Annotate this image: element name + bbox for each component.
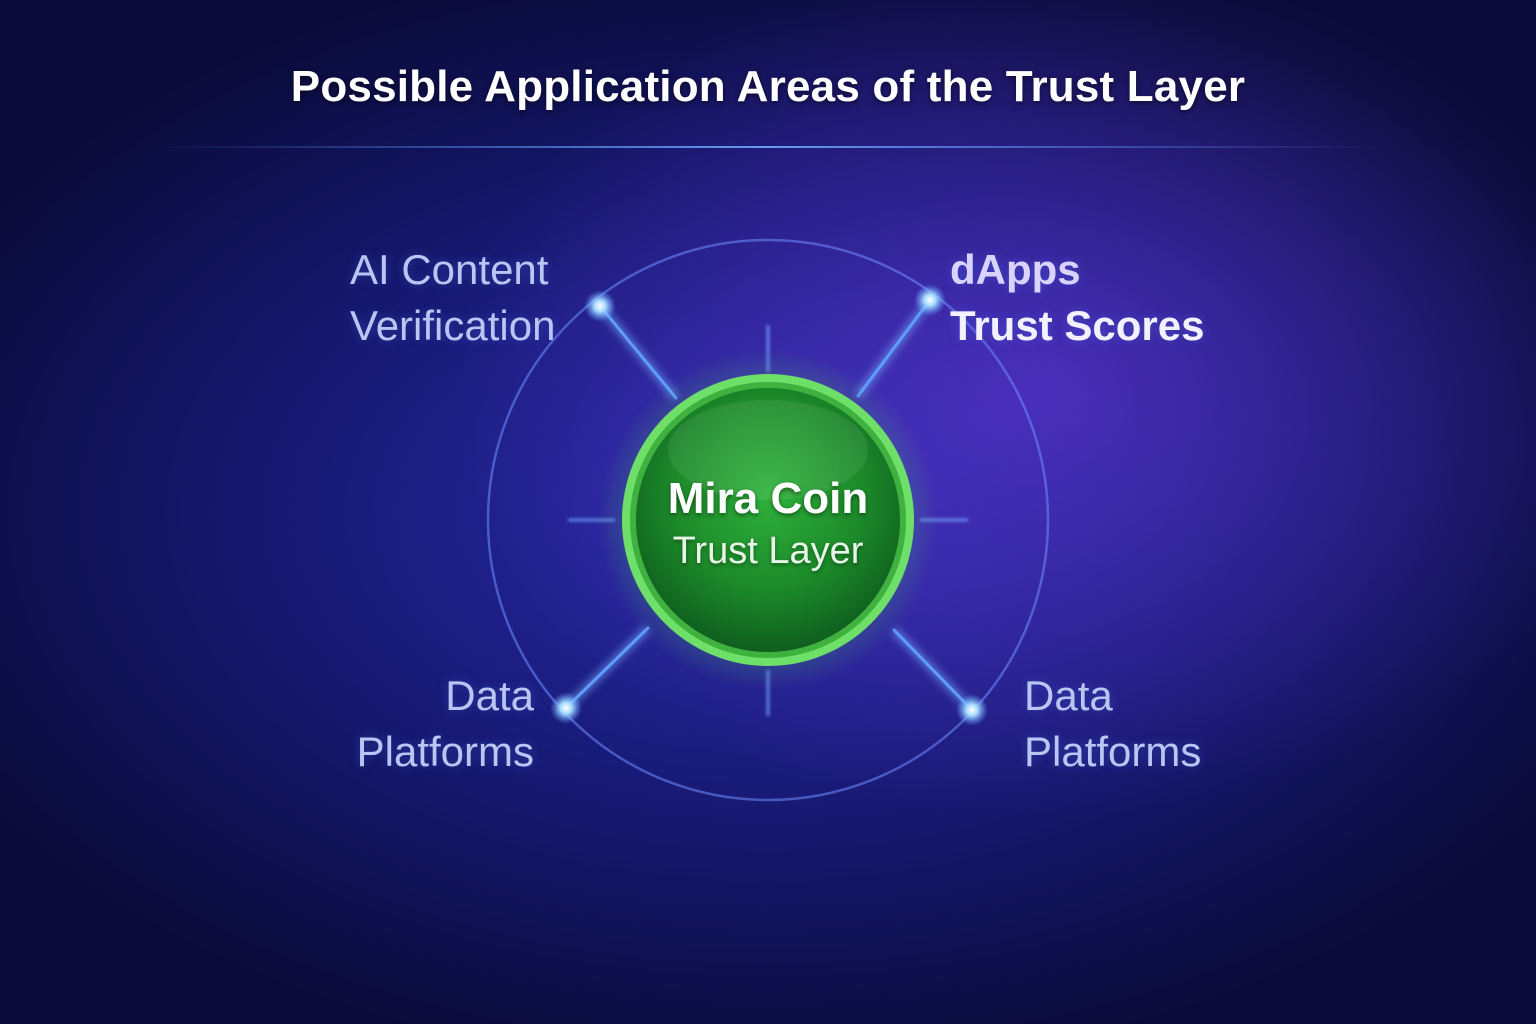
page-title: Possible Application Areas of the Trust … <box>290 62 1246 111</box>
node-label-top-left: AI Content Verification <box>350 242 555 354</box>
node-dot-bottom-right <box>956 694 988 726</box>
node-dot-top-right <box>914 284 946 316</box>
node-dot-bottom-left <box>550 692 582 724</box>
node-label-line: dApps <box>950 246 1081 293</box>
hub-circle <box>636 388 900 652</box>
node-dot-top-left <box>584 290 616 322</box>
node-label-bottom-right: Data Platforms <box>1024 668 1201 780</box>
node-label-bottom-left: Data Platforms <box>338 668 534 780</box>
title-divider <box>150 146 1386 148</box>
node-label-line: AI Content <box>350 246 549 293</box>
node-label-line: Platforms <box>356 728 534 775</box>
node-label-top-right: dApps Trust Scores <box>950 242 1204 354</box>
node-label-line: Data <box>445 672 534 719</box>
node-label-line: Trust Scores <box>950 302 1205 349</box>
hub-subtitle: Trust Layer <box>672 530 864 572</box>
node-label-line: Platforms <box>1024 728 1202 775</box>
hub-highlight <box>668 400 868 500</box>
node-dots <box>550 284 988 726</box>
outer-ring <box>486 238 1050 802</box>
hub-title: Mira Coin <box>667 474 869 523</box>
node-label-line: Verification <box>350 302 556 349</box>
node-label-line: Data <box>1024 672 1113 719</box>
